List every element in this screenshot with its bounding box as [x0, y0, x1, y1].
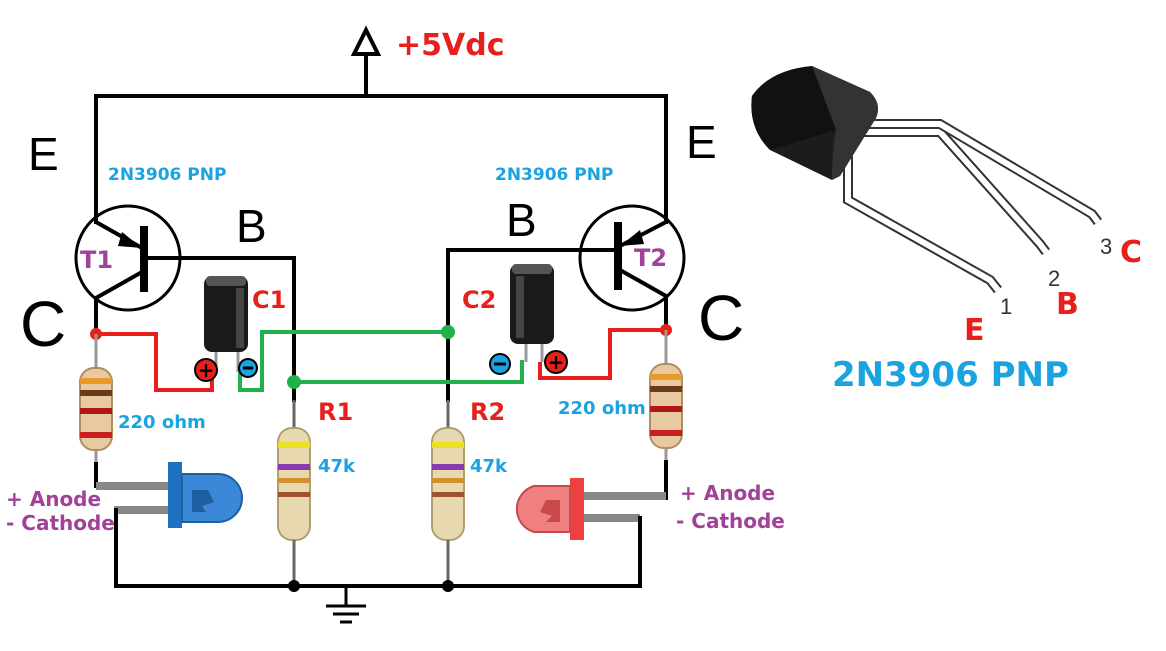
pin1-number: 1 [1000, 294, 1012, 319]
c1-negative-wire [238, 330, 448, 392]
electrolytic-capacitor-icon: + [489, 264, 568, 375]
c2-label: C2 [462, 286, 496, 314]
pin2-number: 2 [1048, 266, 1060, 291]
to92-package-icon [751, 66, 1102, 294]
r2-value: 47k [470, 456, 508, 477]
c2-positive-wire [538, 328, 666, 380]
supply-rail [94, 94, 668, 224]
ground-rail [114, 580, 642, 592]
t1-base-label: B [236, 200, 267, 252]
r1-value: 47k [318, 456, 356, 477]
supply-arrow-icon [350, 25, 382, 98]
pin2-letter: B [1056, 287, 1079, 322]
t2-name: T2 [634, 244, 667, 272]
resistor-icon [277, 400, 311, 586]
svg-text:+: + [548, 350, 565, 374]
supply-label: +5Vdc [396, 28, 505, 63]
r1-label: R1 [318, 398, 353, 426]
pin3-letter: C [1120, 235, 1142, 270]
t2-collector-label: C [698, 282, 744, 354]
t2-cathode-label: - Cathode [676, 509, 785, 533]
resistor-icon [649, 330, 683, 462]
t2-led-resistor-value: 220 ohm [558, 398, 646, 419]
led-icon [515, 460, 668, 588]
t1-part-label: 2N3906 PNP [108, 165, 226, 185]
t1-led-resistor-value: 220 ohm [118, 412, 206, 433]
t1-cathode-label: - Cathode [6, 511, 115, 535]
resistor-icon [431, 400, 465, 586]
ground-icon [326, 586, 366, 624]
c1-positive-wire [96, 332, 214, 392]
t2-emitter-label: E [686, 116, 717, 168]
c2-negative-wire [294, 360, 524, 384]
pin1-letter: E [964, 313, 985, 348]
junction-dot [287, 375, 301, 389]
transistor-t1 [74, 204, 296, 312]
electrolytic-capacitor-icon: + [194, 276, 258, 382]
svg-text:+: + [198, 358, 215, 382]
c1-label: C1 [252, 286, 286, 314]
pnp-transistor-icon [578, 204, 686, 312]
t2-part-label: 2N3906 PNP [495, 165, 613, 185]
pinout-part-label: 2N3906 PNP [832, 355, 1069, 395]
t1-name: T1 [80, 246, 113, 274]
t1-collector-label: C [20, 288, 66, 360]
resistor-icon [79, 334, 113, 464]
t1-anode-label: + Anode [6, 487, 101, 511]
transistor-t2 [446, 204, 686, 312]
t2-base-label: B [506, 194, 537, 246]
r2-label: R2 [470, 398, 505, 426]
junction-dot [441, 325, 455, 339]
pin3-number: 3 [1100, 234, 1112, 259]
led-icon [94, 462, 243, 588]
t2-anode-label: + Anode [680, 481, 775, 505]
t1-emitter-label: E [28, 128, 59, 180]
